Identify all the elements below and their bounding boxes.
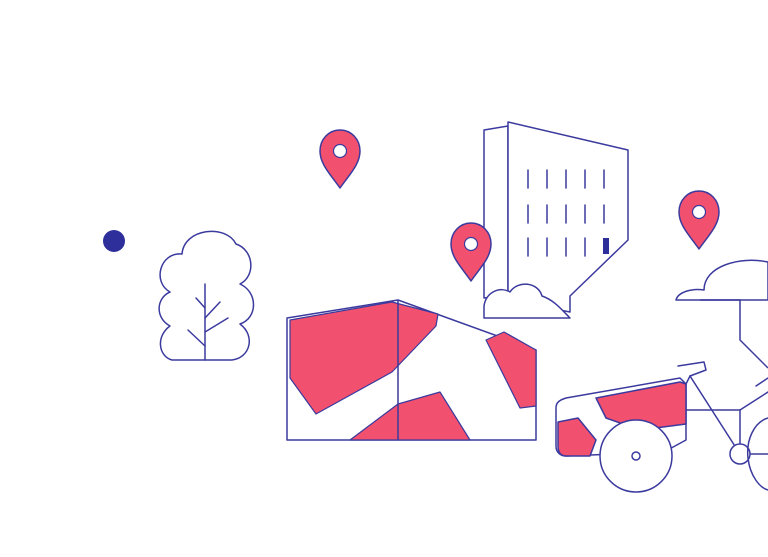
office-building-icon [483, 121, 629, 313]
map-pin-icon [450, 222, 492, 282]
cargo-bike-icon [555, 361, 768, 493]
folded-map-icon [286, 299, 537, 441]
tree-icon [158, 230, 255, 361]
dot-icon [103, 230, 125, 252]
cloud-icon [675, 259, 768, 369]
map-pin-icon [678, 190, 720, 250]
map-pin-icon [319, 129, 361, 189]
cloud-icon [483, 283, 571, 319]
